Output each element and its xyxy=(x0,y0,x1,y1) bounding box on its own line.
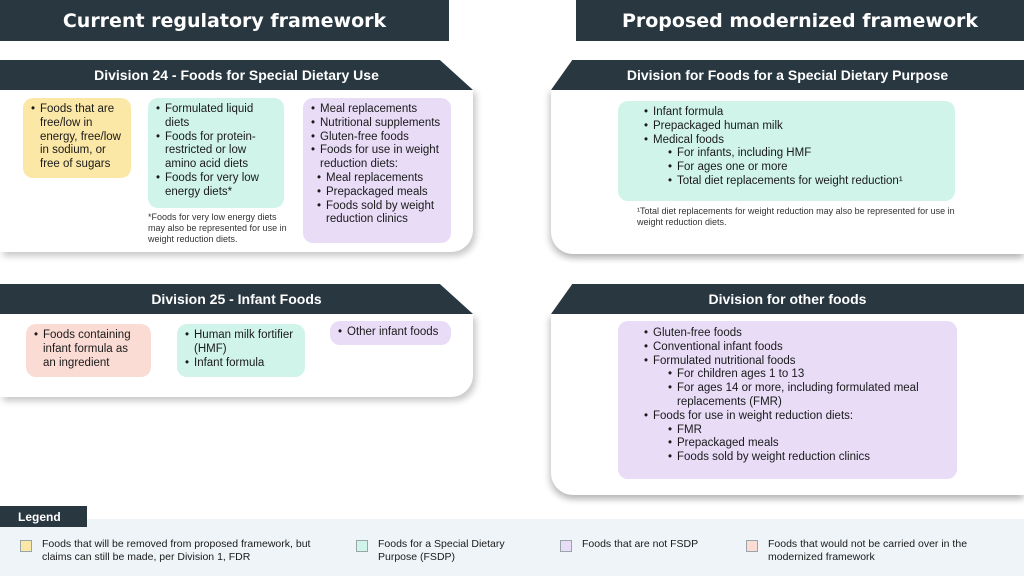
legend-swatch-teal xyxy=(356,540,368,552)
div24-purple-list: Meal replacements Nutritional supplement… xyxy=(311,103,443,172)
other-foods-list-a: Gluten-free foods Conventional infant fo… xyxy=(644,327,947,368)
legend-item-not-carried: Foods that would not be carried over in … xyxy=(746,538,986,564)
div24-teal-list: Formulated liquid diets Foods for protei… xyxy=(156,103,276,200)
div25-purple-list: Other infant foods xyxy=(338,326,443,340)
other-foods-list-b: Foods for use in weight reduction diets: xyxy=(644,410,947,424)
div24-yellow-list: Foods that are free/low in energy, free/… xyxy=(31,103,123,172)
list-item: Prepackaged meals xyxy=(644,437,947,451)
list-item: Foods for very low energy diets* xyxy=(156,172,276,200)
list-item: Infant formula xyxy=(185,357,297,371)
other-foods-sublist-b: FMR Prepackaged meals Foods sold by weig… xyxy=(644,424,947,465)
list-item: For infants, including HMF xyxy=(644,147,945,161)
div24-teal-box: Formulated liquid diets Foods for protei… xyxy=(148,98,284,208)
list-item: Foods containing infant formula as an in… xyxy=(34,329,143,370)
proposed-framework-title: Proposed modernized framework xyxy=(576,0,1024,41)
legend-label: Foods that are not FSDP xyxy=(582,538,699,550)
div25-pink-list: Foods containing infant formula as an in… xyxy=(34,329,143,370)
legend-swatch-purple xyxy=(560,540,572,552)
list-item: For ages one or more xyxy=(644,161,945,175)
legend-item-removed: Foods that will be removed from proposed… xyxy=(20,538,320,564)
div25-teal-list: Human milk fortifier (HMF) Infant formul… xyxy=(185,329,297,370)
list-item: Foods for use in weight reduction diets: xyxy=(311,144,443,172)
list-item: Foods for protein-restricted or low amin… xyxy=(156,131,276,172)
list-item: Meal replacements xyxy=(311,103,443,117)
list-item: Foods sold by weight reduction clinics xyxy=(293,200,443,228)
div25-pink-box: Foods containing infant formula as an in… xyxy=(26,324,151,377)
list-item: Medical foods xyxy=(644,134,945,148)
list-item: Formulated nutritional foods xyxy=(644,355,947,369)
fsdp-footnote: ¹Total diet replacements for weight redu… xyxy=(637,206,955,227)
legend-panel xyxy=(0,519,1024,576)
legend-label: Foods that will be removed from proposed… xyxy=(42,538,311,563)
list-item: Human milk fortifier (HMF) xyxy=(185,329,297,357)
list-item: Nutritional supplements xyxy=(311,117,443,131)
div25-purple-box: Other infant foods xyxy=(330,321,451,345)
other-foods-header: Division for other foods xyxy=(551,284,1024,314)
list-item: Foods sold by weight reduction clinics xyxy=(644,451,947,465)
list-item: Prepackaged human milk xyxy=(644,120,945,134)
legend-item-not-fsdp: Foods that are not FSDP xyxy=(560,538,730,552)
list-item: FMR xyxy=(644,424,947,438)
list-item: Foods that are free/low in energy, free/… xyxy=(31,103,123,172)
legend-swatch-pink xyxy=(746,540,758,552)
list-item: Meal replacements xyxy=(293,172,443,186)
div24-yellow-box: Foods that are free/low in energy, free/… xyxy=(23,98,131,178)
legend-label: Foods for a Special Dietary Purpose (FSD… xyxy=(378,538,505,563)
list-item: For ages 14 or more, including formulate… xyxy=(644,382,947,410)
current-framework-title: Current regulatory framework xyxy=(0,0,449,41)
legend-swatch-yellow xyxy=(20,540,32,552)
div24-teal-footnote: *Foods for very low energy diets may als… xyxy=(148,212,287,244)
div25-teal-box: Human milk fortifier (HMF) Infant formul… xyxy=(177,324,305,377)
other-foods-sublist-a: For children ages 1 to 13 For ages 14 or… xyxy=(644,368,947,409)
list-item: Gluten-free foods xyxy=(644,327,947,341)
other-foods-purple-box: Gluten-free foods Conventional infant fo… xyxy=(618,321,957,479)
list-item: Gluten-free foods xyxy=(311,131,443,145)
div24-purple-box: Meal replacements Nutritional supplement… xyxy=(303,98,451,243)
fsdp-division-header: Division for Foods for a Special Dietary… xyxy=(551,60,1024,90)
fsdp-list: Infant formula Prepackaged human milk Me… xyxy=(644,106,945,147)
list-item: Infant formula xyxy=(644,106,945,120)
div24-purple-sublist: Meal replacements Prepackaged meals Food… xyxy=(293,172,443,227)
list-item: For children ages 1 to 13 xyxy=(644,368,947,382)
division-24-header: Division 24 - Foods for Special Dietary … xyxy=(0,60,473,90)
list-item: Foods for use in weight reduction diets: xyxy=(644,410,947,424)
fsdp-teal-box: Infant formula Prepackaged human milk Me… xyxy=(618,101,955,201)
legend-item-fsdp: Foods for a Special Dietary Purpose (FSD… xyxy=(356,538,536,564)
list-item: Total diet replacements for weight reduc… xyxy=(644,175,945,189)
list-item: Conventional infant foods xyxy=(644,341,947,355)
fsdp-sublist: For infants, including HMF For ages one … xyxy=(644,147,945,188)
division-25-header: Division 25 - Infant Foods xyxy=(0,284,473,314)
list-item: Formulated liquid diets xyxy=(156,103,276,131)
legend-label: Foods that would not be carried over in … xyxy=(768,538,968,563)
list-item: Prepackaged meals xyxy=(293,186,443,200)
list-item: Other infant foods xyxy=(338,326,443,340)
legend-title: Legend xyxy=(0,506,87,527)
